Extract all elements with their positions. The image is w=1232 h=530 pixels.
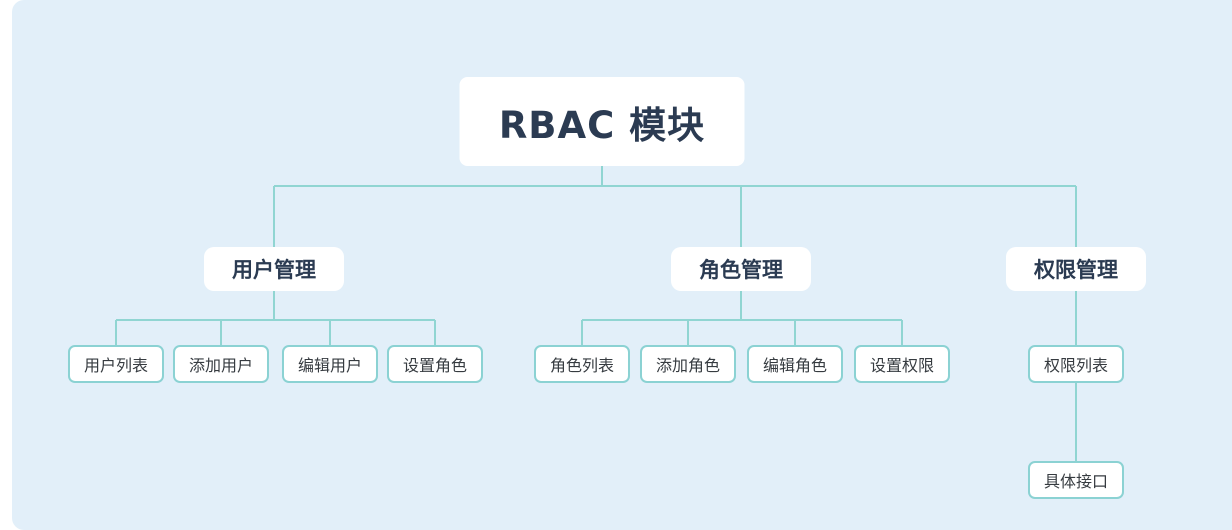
leaf-node-edit-user: 编辑用户 (281, 345, 379, 383)
branch-node-permission-management: 权限管理 (1006, 247, 1146, 291)
leaf-node-edit-role: 编辑角色 (746, 345, 844, 383)
root-node-rbac-module: RBAC 模块 (459, 77, 745, 166)
leaf-node-concrete-api: 具体接口 (1027, 461, 1125, 499)
leaf-node-set-permission: 设置权限 (853, 345, 951, 383)
leaf-node-user-list: 用户列表 (67, 345, 165, 383)
leaf-node-role-list: 角色列表 (533, 345, 631, 383)
leaf-node-add-user: 添加用户 (172, 345, 270, 383)
leaf-node-add-role: 添加角色 (639, 345, 737, 383)
leaf-node-set-role: 设置角色 (386, 345, 484, 383)
leaf-node-permission-list: 权限列表 (1027, 345, 1125, 383)
branch-node-user-management: 用户管理 (204, 247, 344, 291)
branch-node-role-management: 角色管理 (671, 247, 811, 291)
